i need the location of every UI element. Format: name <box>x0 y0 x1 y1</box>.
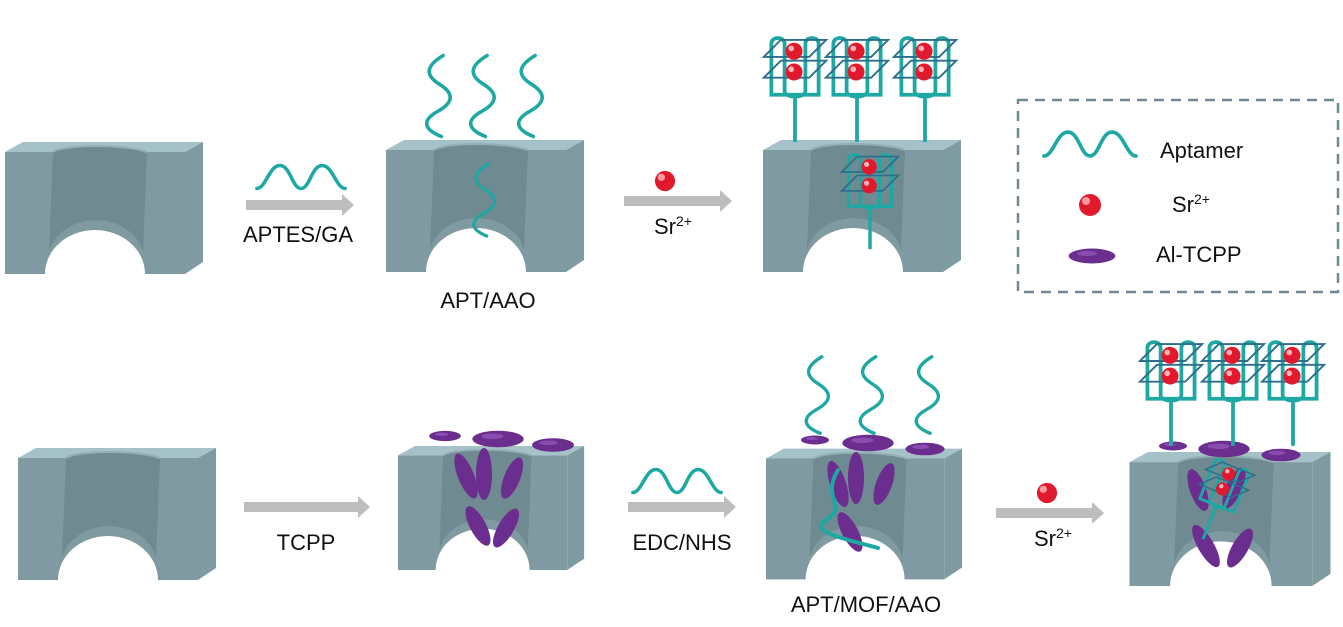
label-apt-mof-aao: APT/MOF/AAO <box>791 592 941 617</box>
legend-box: Aptamer Sr2+ Al-TCPP <box>1016 98 1340 294</box>
arrow-sr-bottom <box>996 502 1104 524</box>
label-tcpp: TCPP <box>277 530 336 555</box>
aptamer-strand <box>914 354 941 436</box>
sr-ion-sphere-icon <box>1079 194 1101 216</box>
al-tcpp-cluster <box>801 434 945 552</box>
sr-ion-sphere-icon <box>1036 482 1058 504</box>
sr-ion-sphere-icon <box>654 170 676 192</box>
aptamer-strand <box>516 53 545 139</box>
aptamer-strand <box>468 53 497 139</box>
g-quadruplex <box>1199 340 1267 448</box>
al-tcpp-cluster <box>429 430 574 548</box>
aao-block-bare <box>4 141 204 275</box>
label-edc-nhs: EDC/NHS <box>632 530 731 555</box>
g-quadruplex <box>761 36 829 144</box>
arrow-aptes <box>246 194 354 216</box>
legend-al-tcpp: Al-TCPP <box>1156 242 1242 267</box>
g-quadruplex <box>823 36 891 144</box>
aptamer-strand <box>858 354 885 436</box>
label-sr-bottom: Sr2+ <box>1034 525 1072 551</box>
g-quadruplex <box>1259 340 1327 448</box>
aptamer-strand <box>804 354 831 436</box>
arrow-tcpp <box>244 496 370 518</box>
arrow-sr-top <box>624 190 732 212</box>
arrow-edc <box>628 496 736 518</box>
aptamer-wave-icon <box>1042 130 1138 158</box>
aptamer-wave-icon <box>255 163 347 191</box>
label-apt-aao: APT/AAO <box>440 288 535 313</box>
g-quadruplex <box>891 36 959 144</box>
aptamer-strand <box>424 53 453 139</box>
aao-block-apt <box>385 139 585 273</box>
g-quadruplex <box>1137 340 1205 448</box>
aao-block-bare <box>16 446 218 582</box>
al-tcpp-ellipse-icon <box>1068 248 1116 264</box>
label-aptes-ga: APTES/GA <box>243 222 353 247</box>
label-sr-top: Sr2+ <box>654 213 692 239</box>
aptamer-wave-icon <box>631 467 723 495</box>
legend-aptamer: Aptamer <box>1160 138 1243 163</box>
legend-sr: Sr2+ <box>1172 191 1210 217</box>
aao-block-apt-mof <box>764 447 964 581</box>
